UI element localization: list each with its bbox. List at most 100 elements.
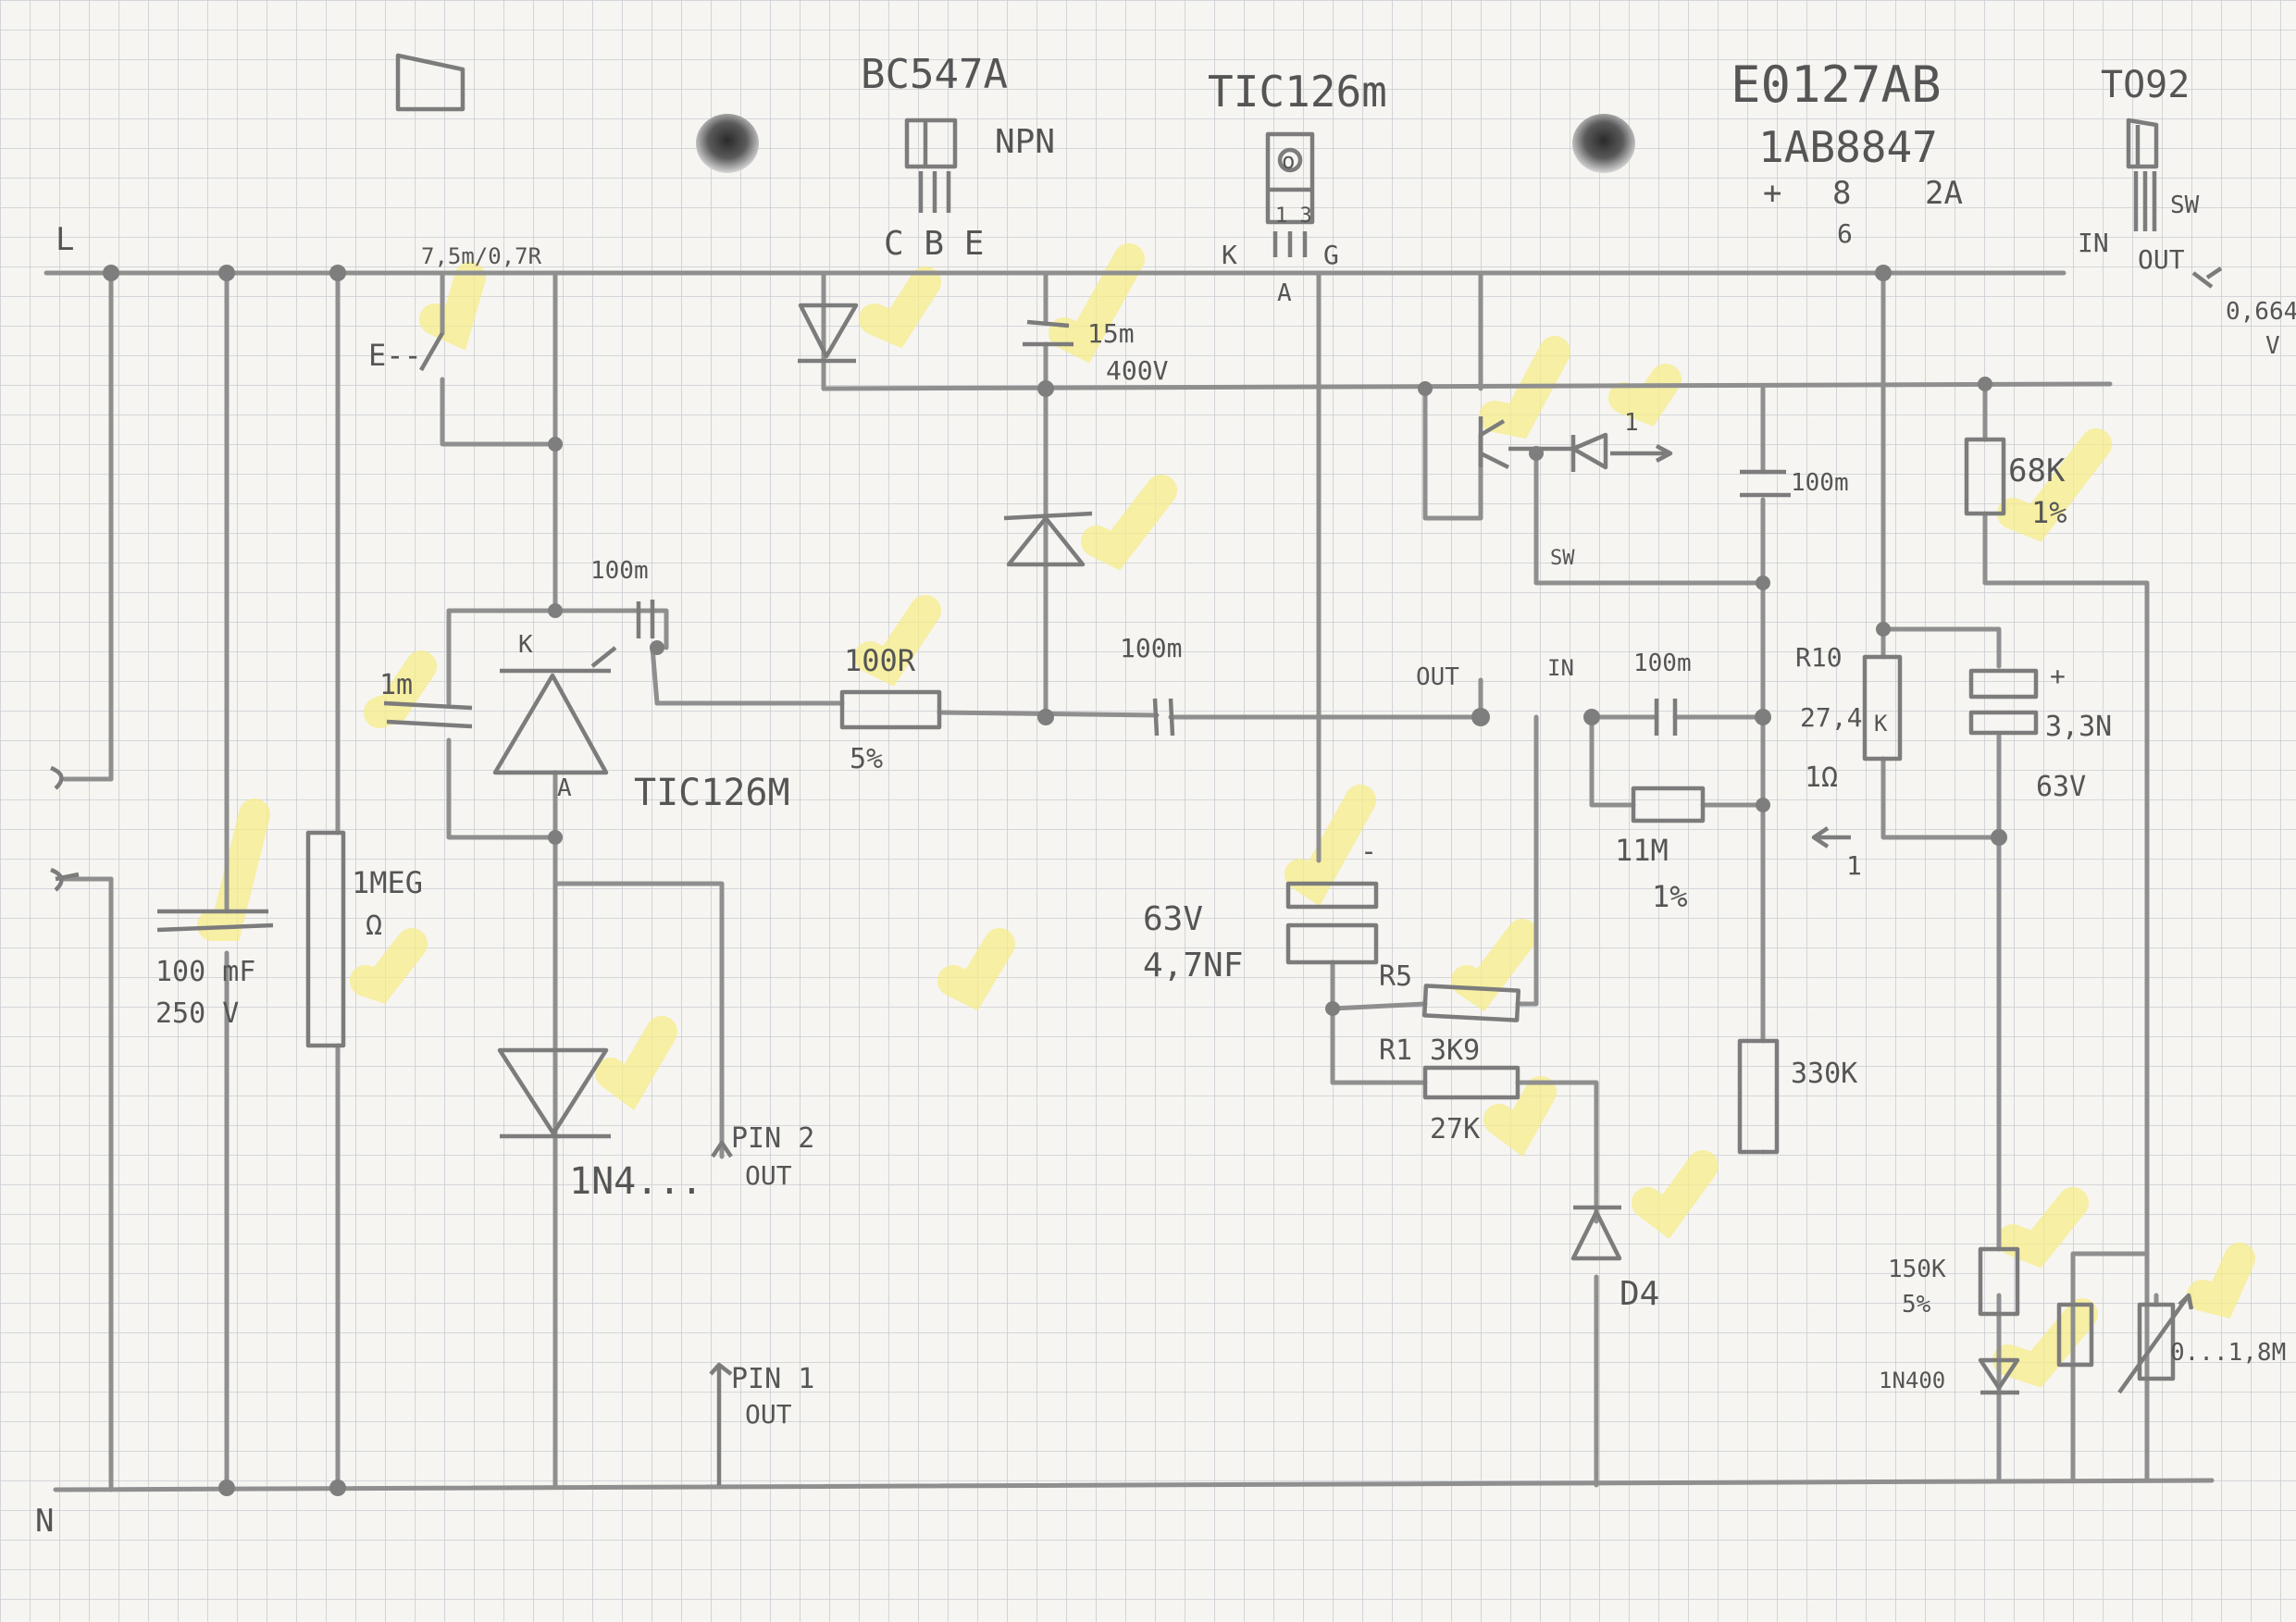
- r10-val-label: 27,4: [1800, 702, 1862, 733]
- ic-code-label: E0127AB: [1731, 56, 1942, 114]
- scr-k-label: K: [518, 631, 533, 659]
- res-100r-label: 100R: [844, 643, 916, 678]
- cap-plus-label: +: [2050, 661, 2066, 691]
- diode-1n400-label: 1N400: [1879, 1368, 1945, 1393]
- diode-1n4-label: 1N4...: [569, 1160, 703, 1203]
- r10-label: R10: [1795, 642, 1843, 673]
- res-var-symbol: [2137, 1302, 2176, 1381]
- sw-header-label: SW: [2170, 192, 2200, 219]
- res-150k-pct-label: 5%: [1902, 1291, 1931, 1319]
- components: [50, 53, 2223, 1485]
- diode-d4-symbol: [1570, 1205, 1622, 1261]
- cap-100m-mid-label: 100m: [1120, 633, 1182, 663]
- cap-47nf-symbol: [1285, 881, 1379, 910]
- tic-bottom-label: TIC126M: [634, 772, 790, 814]
- res-1meg-symbol: [305, 830, 346, 1048]
- junctions: [103, 265, 2007, 1496]
- res-100r-symbol: [839, 689, 942, 730]
- r10-k-label: K: [1874, 711, 1888, 737]
- cap-47nf-label: 4,7NF: [1143, 947, 1243, 984]
- res-68k-label: 68K: [2008, 452, 2066, 489]
- ic-2a-label: 2A: [1925, 175, 1963, 212]
- res-5pct-label: 5%: [850, 743, 883, 775]
- cap-100m-k-label: 100m: [590, 557, 649, 585]
- cap-400v-label: 400V: [1106, 355, 1169, 386]
- wires: [43, 270, 2215, 1492]
- r10-arrow-label: 1: [1846, 850, 1862, 881]
- r27k-label: 27K: [1430, 1113, 1480, 1145]
- cap-100mF-symbol: [156, 909, 274, 933]
- r1-label: R1: [1379, 1034, 1412, 1067]
- res-330k-label: 330K: [1791, 1058, 1857, 1090]
- to92-label: TO92: [2101, 64, 2190, 106]
- ic-code2-label: 1AB8847: [1758, 122, 1938, 172]
- sw-small-label: SW: [1550, 547, 1575, 570]
- tic-pin-o: o: [1282, 148, 1295, 174]
- tic-pin-a: A: [1277, 279, 1292, 307]
- cap-63v-label: 63V: [1143, 900, 1203, 938]
- tic-pin-num: 1 3: [1275, 204, 1312, 228]
- res-150k-symbol: [1978, 1246, 2020, 1317]
- res-150k-label: 150K: [1888, 1256, 1946, 1283]
- res-68k-symbol: [1964, 437, 2006, 516]
- bc547-label: BC547A: [861, 51, 1008, 98]
- cap-33n-label: 3,3N: [2045, 711, 2112, 743]
- res-330k-symbol: [1737, 1038, 1780, 1155]
- rail-label-L: L: [56, 221, 74, 258]
- punch-hole-right: [1572, 114, 1635, 173]
- tic-pin-g: G: [1323, 240, 1339, 270]
- tic-header-label: TIC126m: [1208, 67, 1387, 117]
- res-r5-symbol: [1421, 984, 1521, 1022]
- labels: L N BC547A NPN C B E TIC126m o 1 3 K G A…: [35, 51, 2296, 1540]
- rail-label-N: N: [35, 1503, 54, 1540]
- res-1pct-label: 1%: [1652, 879, 1688, 914]
- res-r10-symbol: [1862, 654, 1903, 761]
- diode-1n4-symbol: [497, 1047, 611, 1139]
- res-11m-label: 11M: [1615, 833, 1669, 868]
- opto-1-label: 1: [1624, 409, 1639, 437]
- cap-100m-right-label: 100m: [1791, 469, 1849, 497]
- cap-minus-label: -: [1360, 836, 1377, 868]
- out-node-label: OUT: [1416, 663, 1459, 691]
- pin2-out-label: OUT: [745, 1160, 792, 1191]
- ic-8-label: 8: [1832, 175, 1851, 212]
- cap-250V-label: 250 V: [155, 997, 239, 1030]
- pin2-label: PIN 2: [731, 1122, 814, 1155]
- res-ohm-label: Ω: [366, 910, 382, 942]
- cap-1m-label: 1m: [379, 669, 413, 701]
- cap-100m-in-label: 100m: [1633, 650, 1692, 677]
- npn-label: NPN: [995, 123, 1055, 161]
- pin1-label: PIN 1: [731, 1363, 814, 1395]
- out-header-label: OUT: [2138, 244, 2185, 275]
- pin1-out-label: OUT: [745, 1399, 792, 1430]
- r5-label: R5: [1379, 960, 1412, 993]
- r1-val-label: 3K9: [1430, 1034, 1480, 1067]
- e-switch-label: E--: [368, 338, 422, 373]
- cap-100mF-label: 100 mF: [155, 956, 255, 988]
- res-pot-symbol: [2056, 1302, 2094, 1368]
- d4-label: D4: [1620, 1275, 1659, 1313]
- punch-hole-left: [696, 114, 759, 173]
- in-header-label: IN: [2078, 228, 2109, 258]
- tic-pin-k: K: [1222, 240, 1237, 270]
- ic-plus-label: +: [1763, 175, 1781, 212]
- cbe-label: C B E: [884, 225, 984, 263]
- diode-zener-symbol: [1003, 511, 1093, 567]
- ic-6-label: 6: [1837, 218, 1853, 249]
- res-r1-symbol: [1422, 1065, 1520, 1100]
- cap-15m-label: 15m: [1087, 318, 1135, 349]
- scr-tic126m-symbol: [492, 646, 617, 775]
- var-res-label: 0...1,8M: [2170, 1339, 2286, 1367]
- scr-a-label: A: [557, 774, 572, 802]
- fuse-label: 7,5m/0,7R: [421, 243, 542, 269]
- cap-63v-right-label: 63V: [2036, 771, 2086, 803]
- diode-1n400-symbol: [1978, 1357, 2020, 1395]
- in-node-label: IN: [1547, 655, 1574, 681]
- r10-ohm-label: 1Ω: [1805, 761, 1838, 794]
- volt-label: 0,664: [2226, 298, 2296, 326]
- volt-unit-label: V: [2265, 332, 2280, 360]
- diode-top-symbol: [798, 303, 859, 364]
- res-68k-pct-label: 1%: [2031, 495, 2067, 530]
